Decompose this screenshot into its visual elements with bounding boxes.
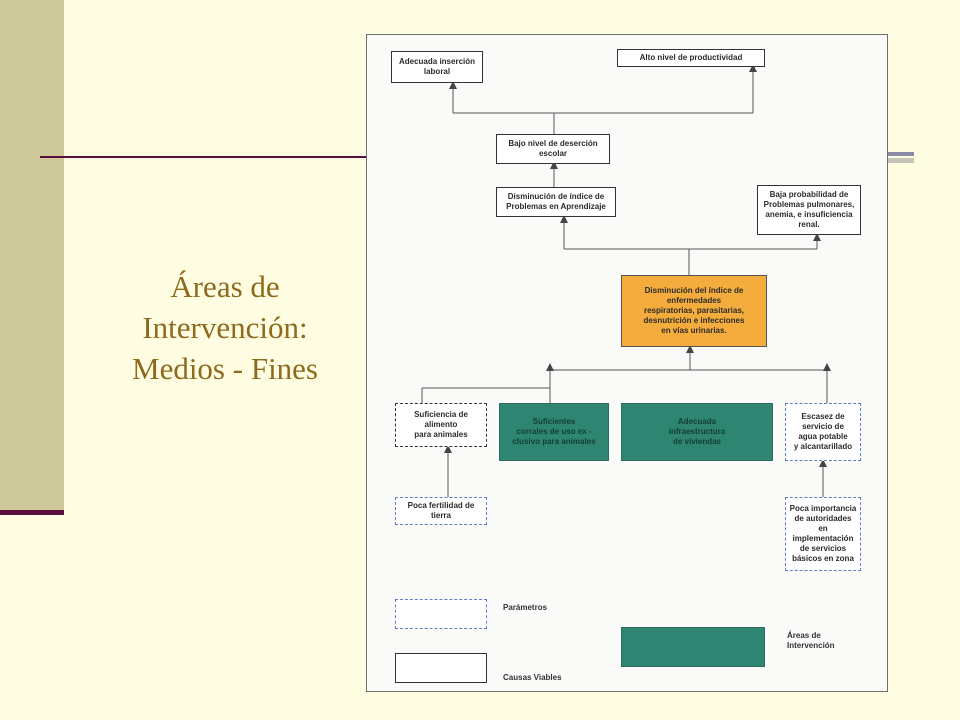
node-pulmonares-label: Baja probabilidad de Problemas pulmonare… (763, 190, 855, 229)
node-desercion-label: Bajo nivel de deserción escolar (508, 139, 598, 158)
node-infraestructura-viviendas: Adecuada infraestructura de viviendas (621, 403, 773, 461)
title-rule-right-shadow (888, 158, 914, 163)
diagram-scan: Adecuada inserción laboral Alto nivel de… (366, 34, 888, 692)
left-decor-bar (0, 0, 64, 512)
node-insercion-laboral: Adecuada inserción laboral (391, 51, 483, 83)
node-disminucion-enfermedades: Disminución del índice de enfermedades r… (621, 275, 767, 347)
node-infraestructura-label: Adecuada infraestructura de viviendas (668, 417, 726, 446)
node-desercion-escolar: Bajo nivel de deserción escolar (496, 134, 610, 164)
slide-title-line-1: Áreas de (170, 269, 280, 304)
node-aprendizaje-label: Disminución de índice de Problemas en Ap… (506, 192, 606, 211)
node-poca-importancia-autoridades: Poca importancia de autoridades en imple… (785, 497, 861, 571)
slide-title-line-3: Medios - Fines (132, 351, 318, 386)
node-escasez-agua: Escasez de servicio de agua potable y al… (785, 403, 861, 461)
node-poca-fertilidad: Poca fertilidad de tierra (395, 497, 487, 525)
legend-swatch-parametros (395, 599, 487, 629)
node-fertilidad-label: Poca fertilidad de tierra (407, 501, 475, 520)
left-decor-accent (0, 510, 64, 515)
node-suficientes-corrales: Suficientes corrales de uso ex - clusivo… (499, 403, 609, 461)
legend-label-areas: Áreas de Intervención (787, 631, 835, 650)
title-rule-right (888, 152, 914, 156)
node-agua-label: Escasez de servicio de agua potable y al… (793, 412, 853, 451)
node-insercion-label: Adecuada inserción laboral (398, 57, 476, 76)
legend-swatch-areas (621, 627, 765, 667)
node-problemas-aprendizaje: Disminución de índice de Problemas en Ap… (496, 187, 616, 217)
legend-label-causas: Causas Viables (503, 673, 562, 682)
node-alimento-label: Suficiencia de alimento para animales (414, 410, 468, 439)
node-suficiencia-alimento: Suficiencia de alimento para animales (395, 403, 487, 447)
title-rule-left (40, 156, 370, 158)
node-autoridades-label: Poca importancia de autoridades en imple… (789, 504, 857, 563)
node-alto-nivel-productividad: Alto nivel de productividad (617, 49, 765, 67)
connector-lines (421, 64, 831, 499)
node-problemas-pulmonares: Baja probabilidad de Problemas pulmonare… (757, 185, 861, 235)
slide-title-line-2: Intervención: (142, 310, 308, 345)
node-corrales-label: Suficientes corrales de uso ex - clusivo… (512, 417, 596, 446)
slide-title: Áreas de Intervención: Medios - Fines (96, 266, 354, 389)
node-enfermedades-label: Disminución del índice de enfermedades r… (643, 286, 745, 335)
node-productividad-label: Alto nivel de productividad (639, 53, 743, 62)
legend-swatch-causas (395, 653, 487, 683)
legend-label-parametros: Parámetros (503, 603, 548, 612)
